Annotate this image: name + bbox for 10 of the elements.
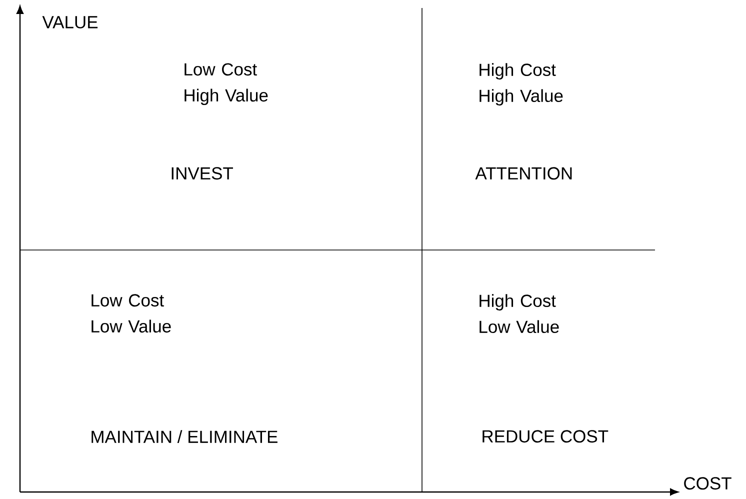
quadrant-title: MAINTAIN / ELIMINATE bbox=[92, 430, 278, 444]
quadrant-description: High Cost Low Value bbox=[480, 294, 559, 334]
quadrant-description: High Cost High Value bbox=[480, 63, 563, 106]
quadrant-description: Low Cost Low Value bbox=[92, 294, 171, 333]
quadrant-title: INVEST bbox=[172, 167, 233, 180]
quadrant-description: Low Cost High Value bbox=[184, 63, 268, 106]
axis-label: VALUE bbox=[42, 16, 98, 28]
quadrant-title: REDUCE COST bbox=[482, 430, 608, 443]
quadrant-title: ATTENTION bbox=[475, 167, 572, 180]
axis-label: COST bbox=[684, 477, 732, 490]
